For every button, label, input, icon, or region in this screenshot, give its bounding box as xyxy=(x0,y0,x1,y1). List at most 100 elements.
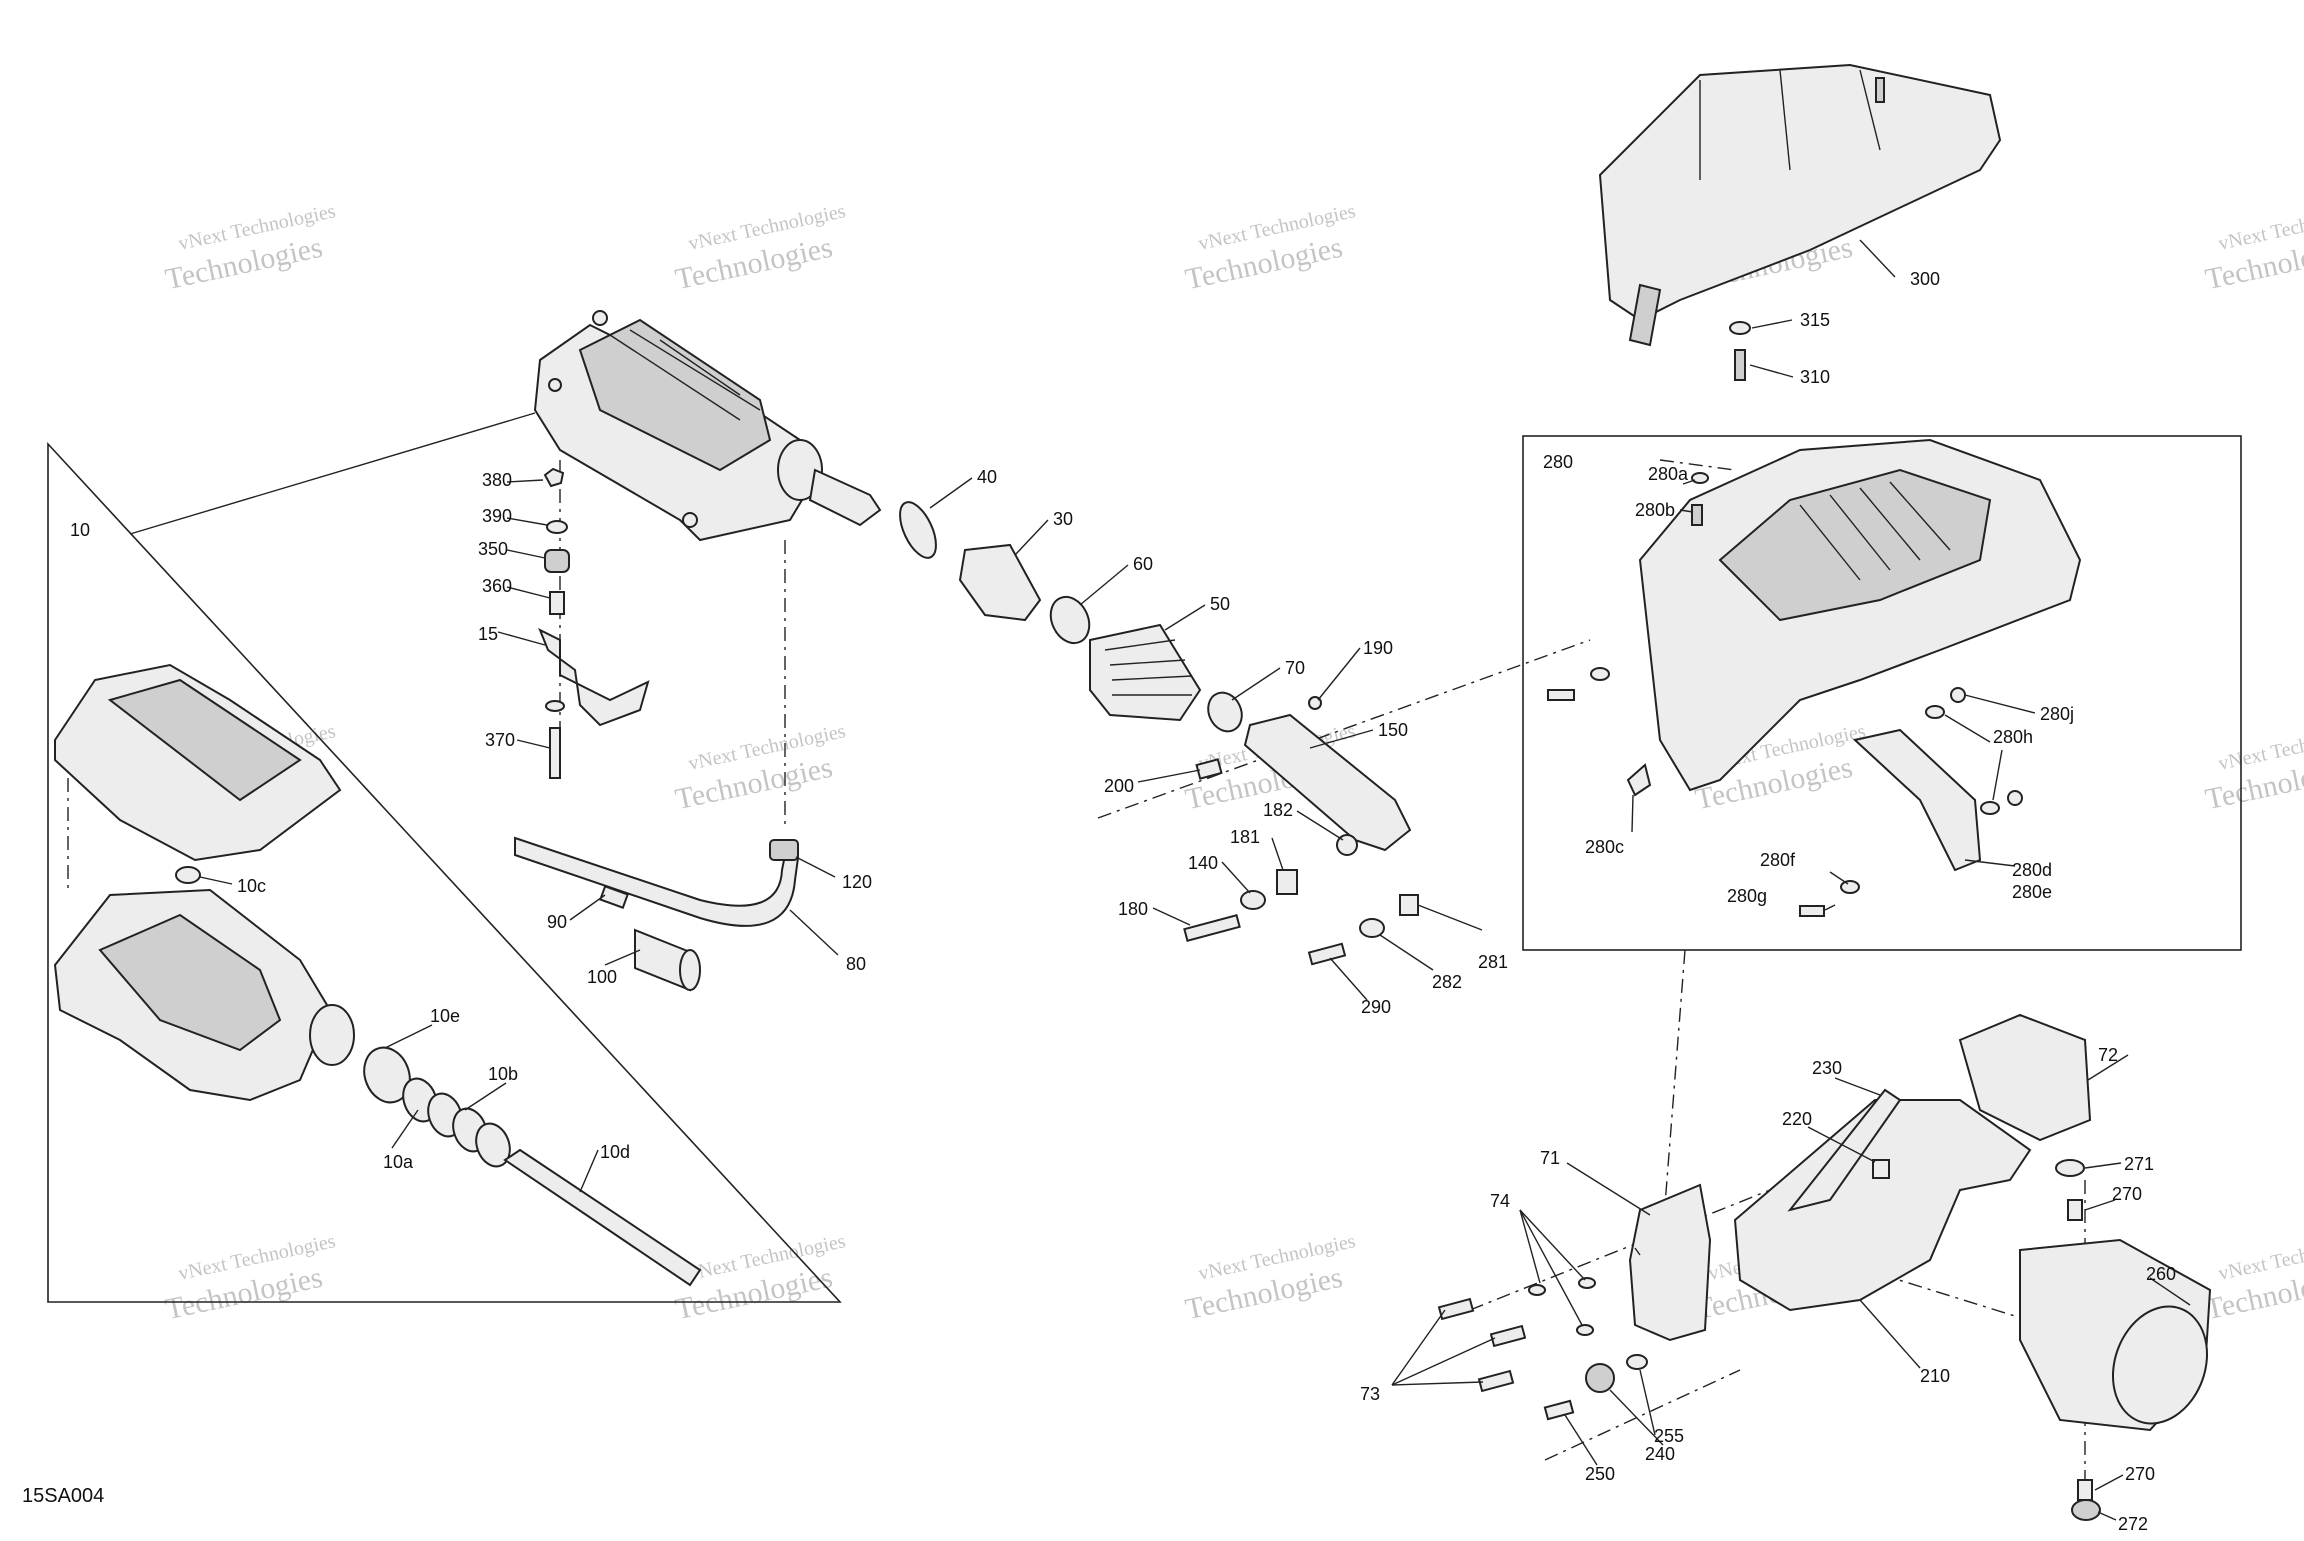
callout-180: 180 xyxy=(1118,899,1148,919)
callout-200: 200 xyxy=(1104,776,1134,796)
callout-300: 300 xyxy=(1910,269,1940,289)
bolt-280b xyxy=(1691,504,1703,526)
callout-30: 30 xyxy=(1053,509,1073,529)
bolt-73 xyxy=(1477,1369,1515,1393)
spacer-270-top xyxy=(2067,1199,2083,1221)
callout-280d: 280d xyxy=(2012,860,2052,880)
callout-60: 60 xyxy=(1133,554,1153,574)
watermark: vNext Technologies Technologies xyxy=(673,720,848,816)
callout-280e: 280e xyxy=(2012,882,2052,902)
washer-280h xyxy=(1925,705,1945,719)
bolt-370 xyxy=(549,727,561,779)
mount-components xyxy=(1437,1013,2212,1521)
cover-280 xyxy=(1547,438,2082,917)
mounting-hardware-stack xyxy=(538,467,650,779)
grommet-271 xyxy=(2055,1159,2085,1177)
callout-280: 280 xyxy=(1543,452,1573,472)
callout-labels: 10 10c 10e 10b 10a 10d 380 390 350 360 1… xyxy=(70,269,2176,1534)
circlip-40 xyxy=(899,501,937,559)
supercharger-assembly xyxy=(533,310,882,542)
leader-lines xyxy=(199,239,2191,1521)
shaft-10d xyxy=(503,1148,702,1287)
callout-290: 290 xyxy=(1361,997,1391,1017)
callout-140: 140 xyxy=(1188,853,1218,873)
oil-line-80 xyxy=(514,836,800,927)
watermark: vNext Technologies Technologies xyxy=(2203,720,2304,816)
callout-272: 272 xyxy=(2118,1514,2148,1534)
callout-280c: 280c xyxy=(1585,837,1624,857)
coupler-30 xyxy=(958,543,1042,622)
callout-282: 282 xyxy=(1432,972,1462,992)
callout-280h: 280h xyxy=(1993,727,2033,747)
screw-280g xyxy=(1799,905,1825,917)
bracket-71 xyxy=(1628,1183,1712,1342)
bracket-230 xyxy=(1787,1088,1902,1212)
subassembly-280-frame xyxy=(1522,435,2242,951)
callout-182: 182 xyxy=(1263,800,1293,820)
callout-15: 15 xyxy=(478,624,498,644)
callout-250: 250 xyxy=(1585,1464,1615,1484)
washer-74 xyxy=(1576,1324,1594,1336)
clamp-70 xyxy=(1207,691,1243,733)
grommet-280c xyxy=(1626,763,1652,797)
callout-380: 380 xyxy=(482,470,512,490)
spacer-270-bottom xyxy=(2077,1479,2093,1501)
washer-280a xyxy=(1691,472,1709,484)
nut-280j xyxy=(1950,687,1966,703)
clamp-120 xyxy=(769,839,799,861)
callout-10d: 10d xyxy=(600,1142,630,1162)
callout-10c: 10c xyxy=(237,876,266,896)
callout-240: 240 xyxy=(1645,1444,1675,1464)
callout-70: 70 xyxy=(1285,658,1305,678)
pin-200 xyxy=(1195,758,1223,780)
callout-255: 255 xyxy=(1654,1426,1684,1446)
callout-280b: 280b xyxy=(1635,500,1675,520)
callout-280g: 280g xyxy=(1727,886,1767,906)
callout-100: 100 xyxy=(587,967,617,987)
callout-181: 181 xyxy=(1230,827,1260,847)
bolt-290 xyxy=(1307,942,1347,966)
callout-370: 370 xyxy=(485,730,515,750)
callout-271: 271 xyxy=(2124,1154,2154,1174)
cover-300 xyxy=(1598,63,2002,381)
callout-280j: 280j xyxy=(2040,704,2074,724)
subassembly-10-frame xyxy=(47,441,842,1303)
callout-150: 150 xyxy=(1378,720,1408,740)
nut-380 xyxy=(543,467,565,488)
callout-90: 90 xyxy=(547,912,567,932)
fitting-90 xyxy=(599,885,629,909)
washer-280f xyxy=(1840,880,1860,894)
mount-72 xyxy=(1958,1013,2092,1142)
callout-73: 73 xyxy=(1360,1384,1380,1404)
callout-360: 360 xyxy=(482,576,512,596)
callout-120: 120 xyxy=(842,872,872,892)
spacer-181 xyxy=(1276,869,1298,895)
bushing-240 xyxy=(1585,1363,1615,1393)
callout-270-bottom: 270 xyxy=(2125,1464,2155,1484)
callout-10: 10 xyxy=(70,520,90,540)
callout-310: 310 xyxy=(1800,367,1830,387)
drawing-code: 15SA004 xyxy=(22,1485,104,1507)
bracket-15 xyxy=(538,627,650,727)
callout-210: 210 xyxy=(1920,1366,1950,1386)
washer-282 xyxy=(1359,918,1385,938)
stud-220 xyxy=(1872,1159,1890,1179)
washer-74 xyxy=(1578,1277,1596,1289)
spacer-360 xyxy=(549,591,565,615)
callout-350: 350 xyxy=(478,539,508,559)
callout-40: 40 xyxy=(977,467,997,487)
callout-72: 72 xyxy=(2098,1045,2118,1065)
support-210 xyxy=(1733,1099,2032,1312)
oring-10c xyxy=(175,866,201,884)
callout-280f: 280f xyxy=(1760,850,1796,870)
callout-220: 220 xyxy=(1782,1109,1812,1129)
callout-50: 50 xyxy=(1210,594,1230,614)
callout-10e: 10e xyxy=(430,1006,460,1026)
washer-390 xyxy=(546,520,568,534)
watermark: vNext Technologies Technologies xyxy=(2203,200,2304,296)
callout-10b: 10b xyxy=(488,1064,518,1084)
spacer-281 xyxy=(1399,894,1419,916)
lever-150 xyxy=(1243,713,1412,852)
